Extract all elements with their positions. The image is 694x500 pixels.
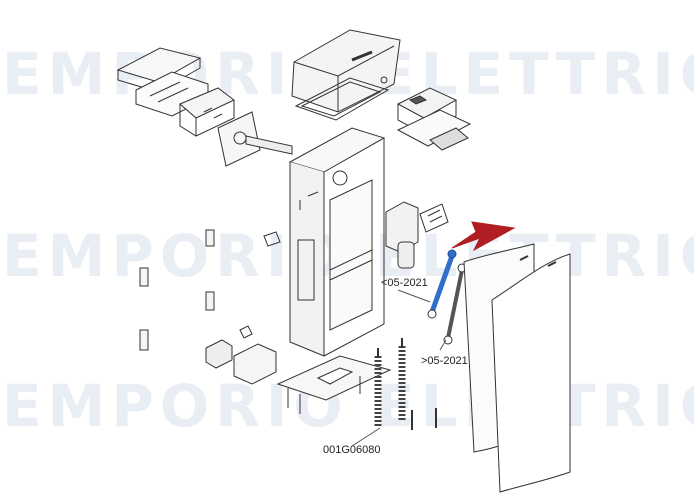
- gasket-frame: [294, 77, 390, 121]
- leader-lines: [351, 289, 447, 447]
- side-panels: [463, 243, 571, 493]
- barrier-cabinet: [288, 127, 386, 357]
- red-arrow-icon: [451, 221, 516, 252]
- side-plate-with-shaft: [217, 111, 293, 167]
- control-board: [396, 87, 472, 151]
- part-code-label: 001G06080: [323, 444, 381, 456]
- mounting-bracket: [179, 87, 235, 137]
- new-version-label: >05-2021: [421, 355, 468, 367]
- base-plate: [276, 355, 392, 414]
- springs: [374, 338, 437, 430]
- small-components: [205, 325, 277, 385]
- old-version-label: <05-2021: [381, 277, 428, 289]
- connecting-rod-new: [443, 263, 467, 345]
- housing-cover-top: [291, 29, 401, 113]
- gear-motor: [385, 201, 449, 269]
- connecting-rod-old: [427, 249, 457, 319]
- small-brackets: [139, 229, 281, 351]
